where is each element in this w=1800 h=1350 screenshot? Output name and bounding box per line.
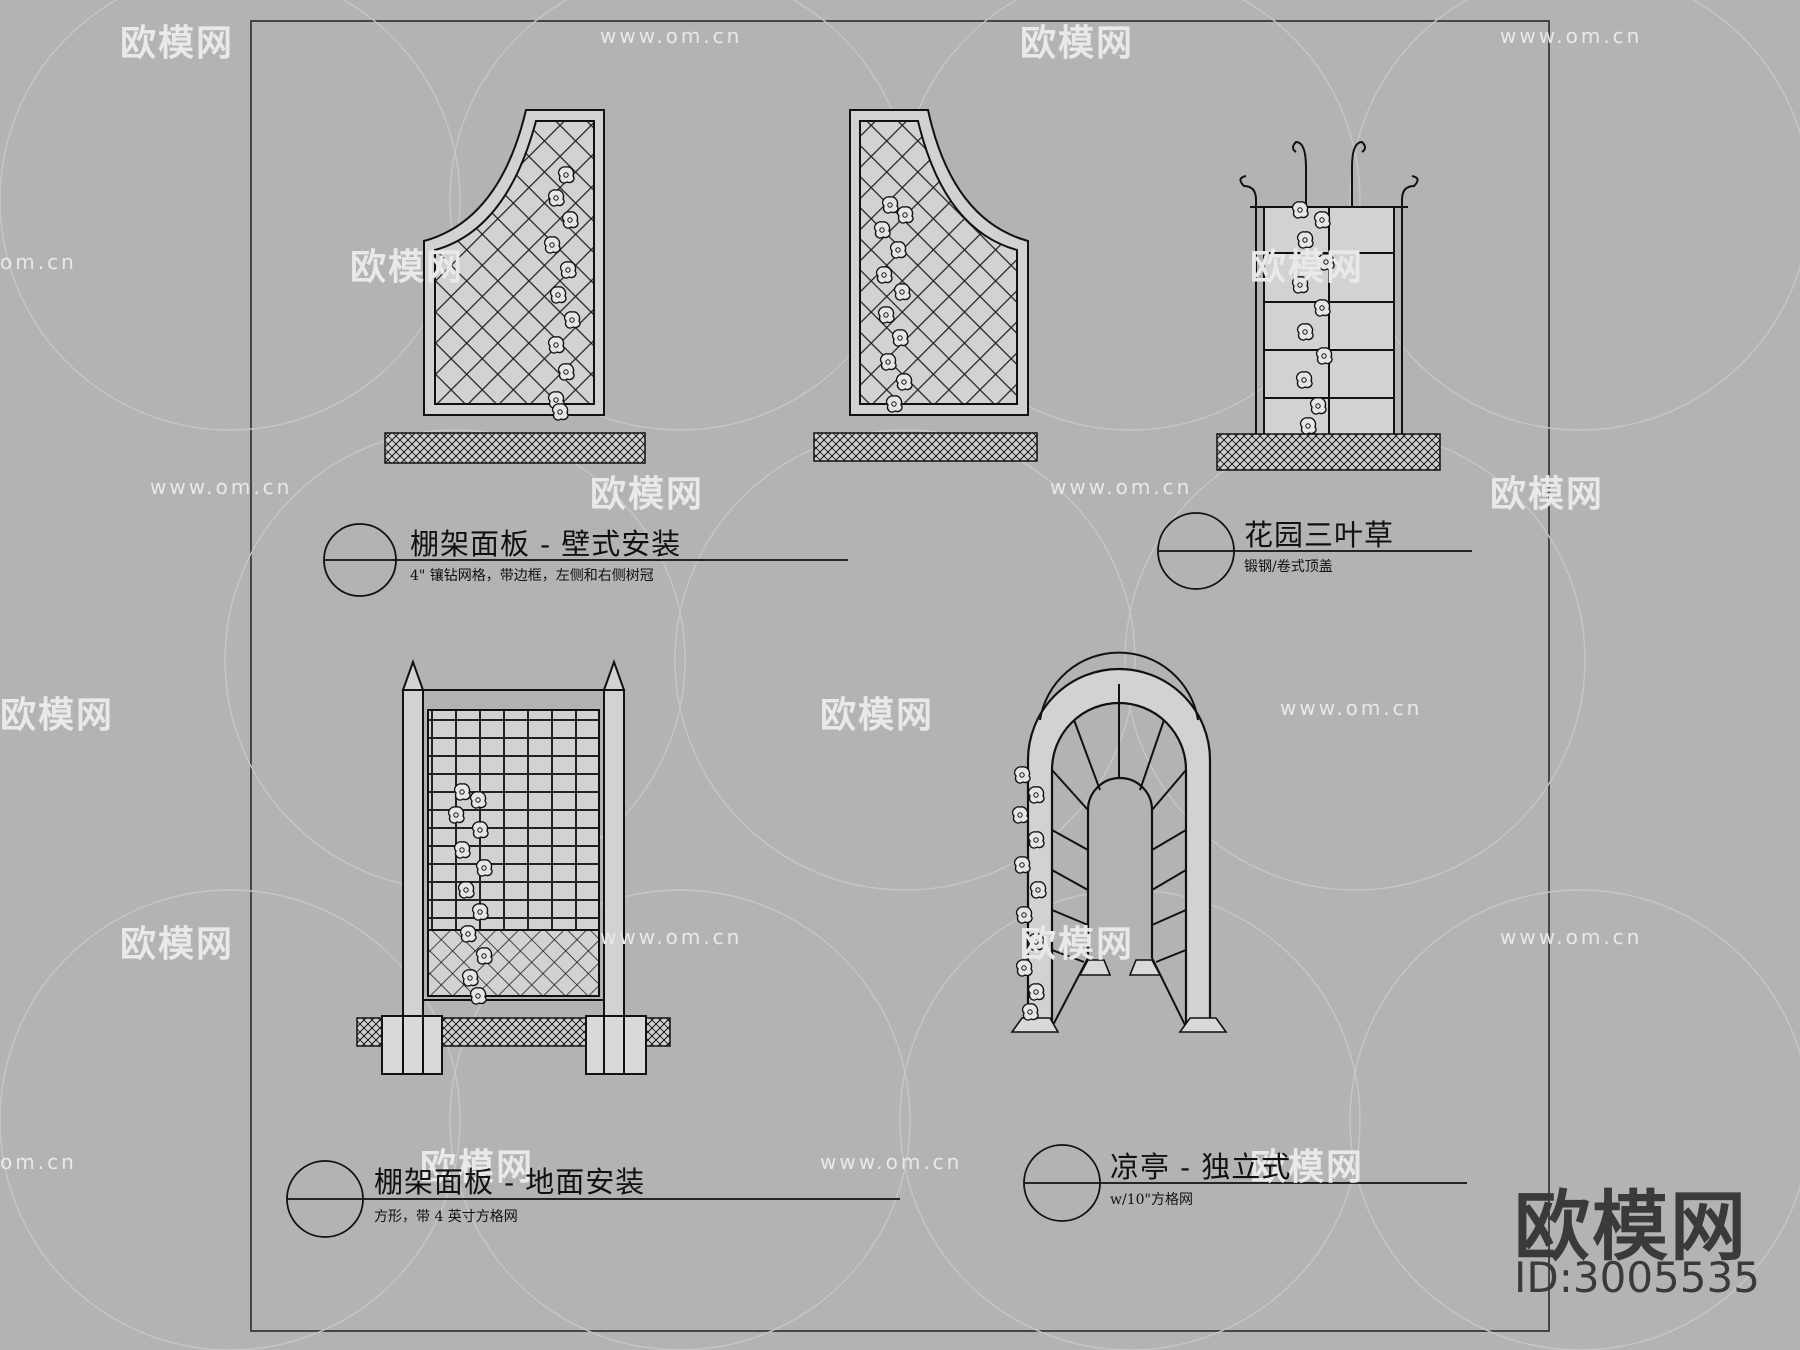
brand-logo-text: 欧模网 bbox=[1514, 1182, 1748, 1271]
arbor-freestanding bbox=[1010, 651, 1228, 1033]
trellis-panel-wall-mount bbox=[384, 109, 646, 464]
asset-id-label: ID:3005535 bbox=[1514, 1253, 1760, 1302]
detail-title-arbor: 凉亭 - 独立式 bbox=[1110, 1150, 1292, 1184]
title-symbols bbox=[286, 512, 1472, 1238]
detail-title-garden-clover: 花园三叶草 bbox=[1244, 518, 1395, 552]
garden-trellis-forged bbox=[1216, 140, 1441, 471]
detail-title-wall-panel: 棚架面板 - 壁式安装 bbox=[410, 527, 682, 561]
detail-note-arbor: w/10"方格网 bbox=[1110, 1192, 1193, 1208]
detail-title-ground-panel: 棚架面板 - 地面安装 bbox=[374, 1165, 646, 1199]
trellis-panel-ground-mount bbox=[356, 659, 671, 1075]
detail-note-garden-clover: 锻钢/卷式顶盖 bbox=[1244, 559, 1333, 575]
detail-note-wall-panel: 4" 镶钻网格，带边框，左侧和右侧树冠 bbox=[410, 568, 654, 584]
detail-note-ground-panel: 方形，带 4 英寸方格网 bbox=[374, 1209, 518, 1225]
sheet-border bbox=[250, 20, 1550, 1332]
trellis-panel-wall-mount-mirror bbox=[813, 109, 1038, 462]
